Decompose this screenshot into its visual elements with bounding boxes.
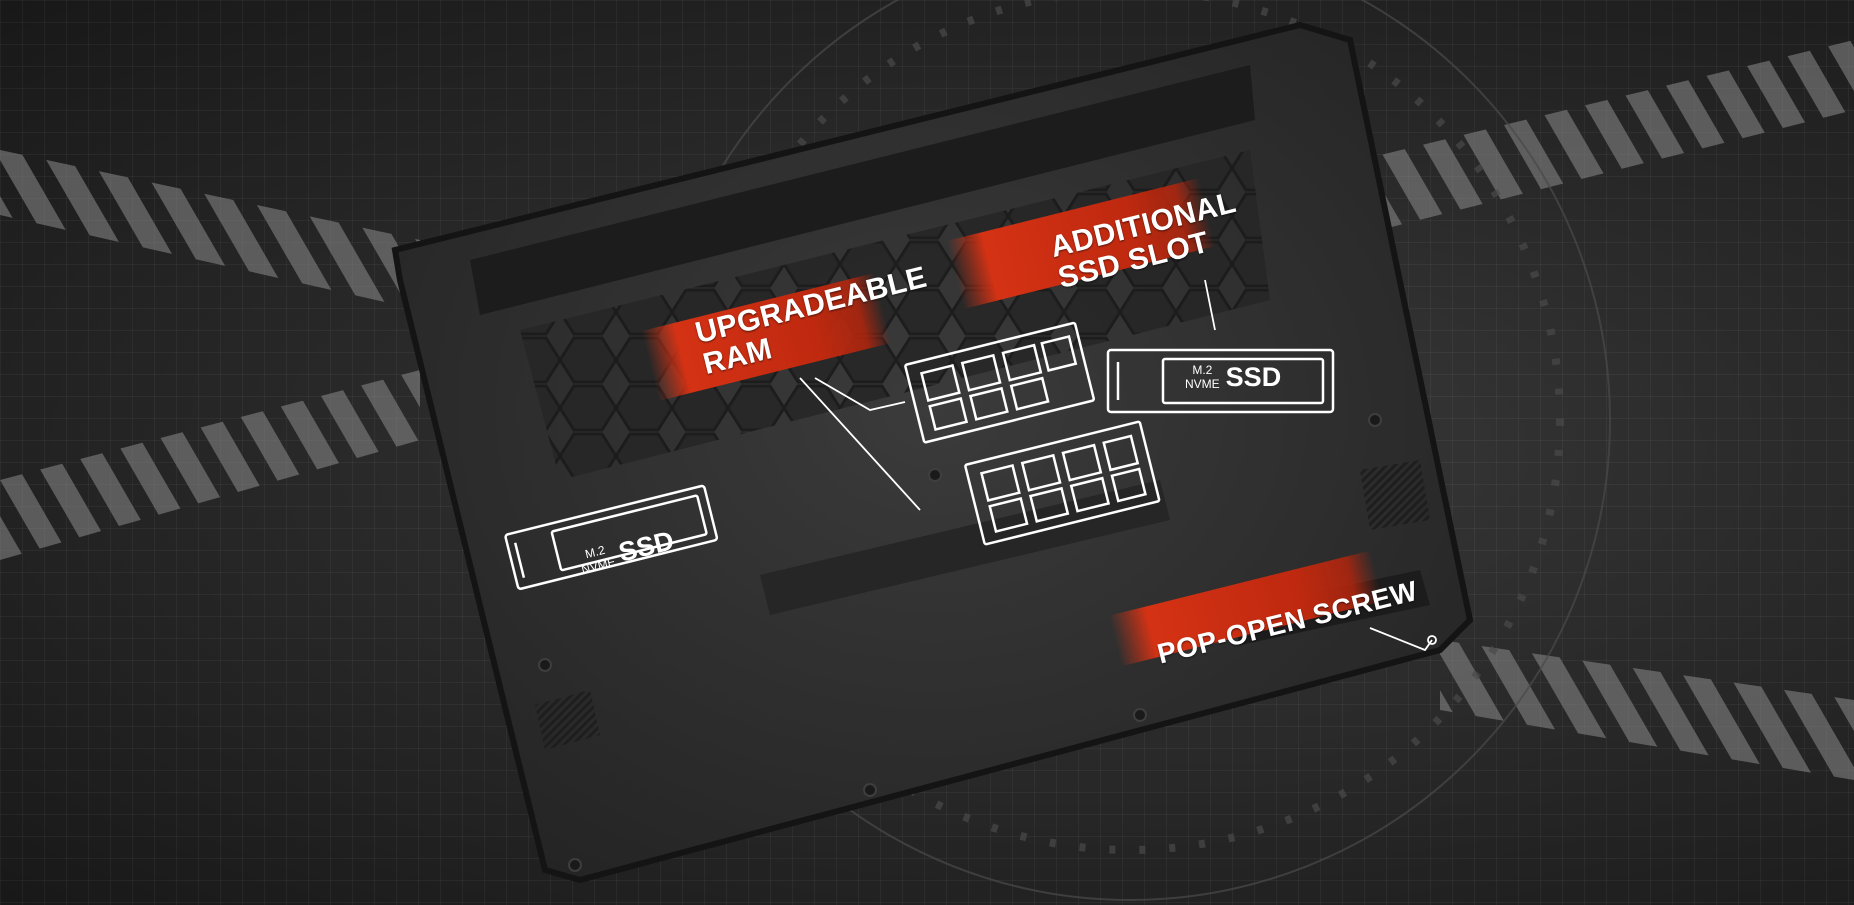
ssd-right-big: SSD (1225, 362, 1282, 392)
hazard-stripes-right (1360, 40, 1854, 780)
ssd-card-icon (504, 348, 1335, 590)
ssd-card-right-text: M.2 NVME SSD (1185, 362, 1281, 393)
ram-module-icon (904, 321, 1161, 546)
ssd-right-line1: M.2 (1192, 363, 1213, 378)
laptop-bottom (391, 21, 1474, 884)
callout-lines (799, 279, 1433, 652)
hazard-stripes-left (0, 150, 420, 560)
screw-icon (1427, 635, 1437, 645)
ssd-right-line2: NVME (1185, 376, 1220, 391)
